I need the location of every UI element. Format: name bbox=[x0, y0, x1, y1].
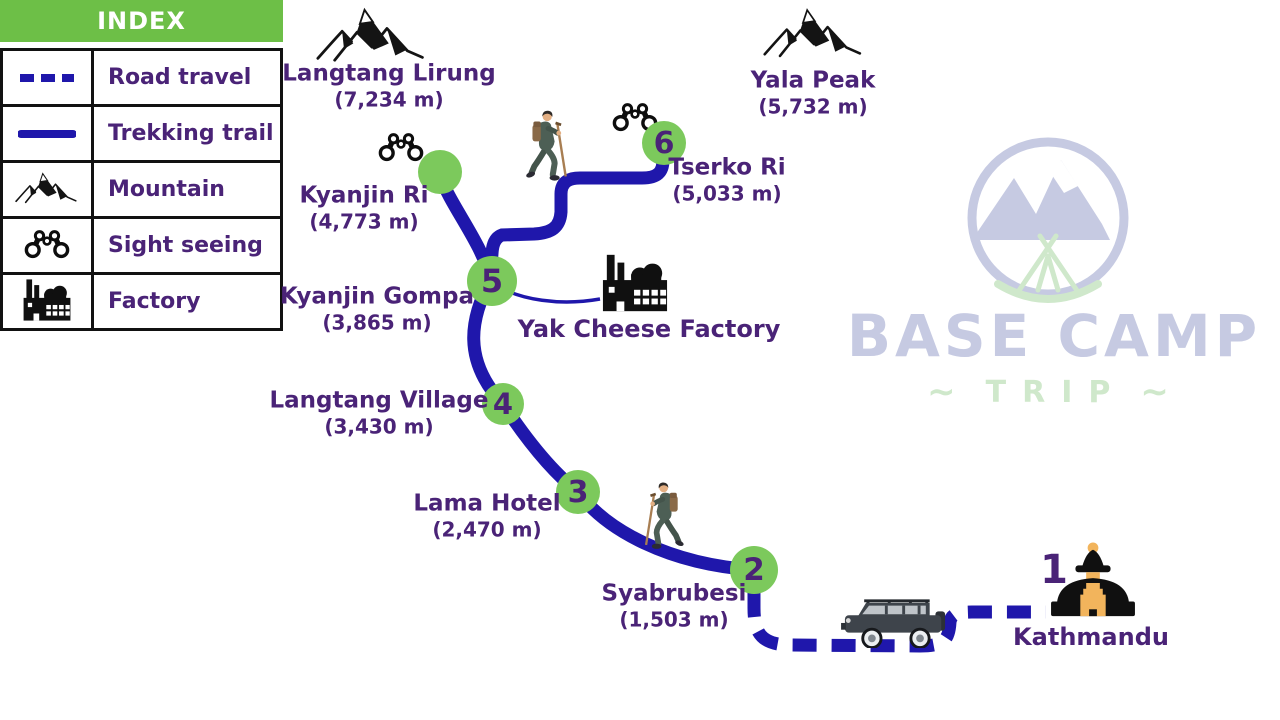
stop-name: Langtang Village bbox=[269, 387, 489, 414]
stop-elevation: (2,470 m) bbox=[432, 517, 542, 542]
hiker-icon-lower bbox=[638, 480, 684, 552]
trail-solid-icon bbox=[17, 130, 77, 138]
waypoint-marker-2: 2 bbox=[730, 546, 778, 594]
viewpoint-elevation: (4,773 m) bbox=[309, 209, 419, 234]
legend-label: Sight seeing bbox=[91, 216, 283, 275]
jeep-icon bbox=[841, 599, 946, 648]
legend-panel: INDEX Road travel Trekking trail Mountai… bbox=[0, 0, 283, 331]
legend-label: Factory bbox=[91, 272, 283, 331]
waypoint-marker-5: 5 bbox=[467, 256, 517, 306]
label-tserko-ri: Tserko Ri (5,033 m) bbox=[668, 155, 785, 206]
waypoint-endpoint-kyanjin-ri bbox=[418, 150, 462, 194]
mountain-icon-langtang-lirung bbox=[316, 6, 428, 64]
legend-row-factory: Factory bbox=[0, 272, 283, 331]
legend-row-sight-seeing: Sight seeing bbox=[0, 216, 283, 275]
hiker-icon-upper bbox=[526, 106, 574, 186]
waypoint-marker-4: 4 bbox=[482, 383, 524, 425]
mountain-icon bbox=[15, 171, 79, 205]
factory-icon bbox=[22, 278, 72, 322]
peak-name: Langtang Lirung bbox=[282, 60, 496, 87]
stop-elevation: (5,033 m) bbox=[672, 181, 782, 206]
road-travel-path bbox=[747, 593, 1046, 653]
legend-row-road-travel: Road travel bbox=[0, 48, 283, 107]
stop-name: Kyanjin Gompa bbox=[279, 283, 475, 310]
label-langtang-village: Langtang Village (3,430 m) bbox=[269, 388, 488, 439]
label-kyanjin-ri: Kyanjin Ri (4,773 m) bbox=[300, 183, 429, 234]
stop-name: Syabrubesi bbox=[601, 580, 747, 607]
trekking-trail-upper-path bbox=[484, 143, 670, 286]
stop-elevation: (3,865 m) bbox=[322, 310, 432, 335]
legend-label: Trekking trail bbox=[91, 104, 283, 163]
peak-elevation: (7,234 m) bbox=[334, 87, 444, 112]
legend-row-mountain: Mountain bbox=[0, 160, 283, 219]
label-kyanjin-gompa: Kyanjin Gompa (3,865 m) bbox=[280, 284, 474, 335]
viewpoint-name: Kyanjin Ri bbox=[299, 182, 429, 209]
binoculars-icon bbox=[23, 229, 71, 259]
peak-elevation: (5,732 m) bbox=[758, 94, 868, 119]
mountain-icon-yala-peak bbox=[763, 6, 865, 60]
stop-name: Tserko Ri bbox=[668, 154, 786, 181]
label-syabrubesi: Syabrubesi (1,503 m) bbox=[602, 581, 747, 632]
stop-elevation: (1,503 m) bbox=[619, 607, 729, 632]
label-yak-cheese-factory: Yak Cheese Factory bbox=[517, 315, 781, 343]
basecamp-logo-subtitle: ∼ TRIP ∼ bbox=[898, 372, 1198, 412]
basecamp-logo-trip: TRIP bbox=[985, 374, 1127, 410]
legend-table: Road travel Trekking trail Mountain Sigh… bbox=[0, 48, 283, 331]
waypoint-marker-3: 3 bbox=[556, 470, 600, 514]
legend-label: Road travel bbox=[91, 48, 283, 107]
basecamp-logo-title: BASE CAMP bbox=[846, 302, 1262, 370]
road-dashed-icon bbox=[20, 74, 74, 82]
label-lama-hotel: Lama Hotel (2,470 m) bbox=[413, 491, 560, 542]
legend-row-trekking-trail: Trekking trail bbox=[0, 104, 283, 163]
factory-icon-yak-cheese bbox=[601, 251, 669, 315]
waypoint-number-1: 1 bbox=[1040, 547, 1068, 593]
legend-title: INDEX bbox=[0, 0, 283, 42]
stop-elevation: (3,430 m) bbox=[324, 414, 434, 439]
binoculars-icon-kyanjin-ri bbox=[377, 131, 425, 163]
stupa-icon-kathmandu bbox=[1051, 542, 1135, 617]
peak-name: Yala Peak bbox=[750, 67, 876, 94]
label-langtang-lirung: Langtang Lirung (7,234 m) bbox=[282, 61, 495, 112]
wave-ornament-left: ∼ bbox=[927, 372, 956, 412]
stop-name: Lama Hotel bbox=[413, 490, 561, 517]
basecamp-logo-emblem bbox=[967, 137, 1129, 303]
label-kathmandu: Kathmandu bbox=[1013, 623, 1169, 651]
wave-ornament-right: ∼ bbox=[1140, 372, 1169, 412]
legend-label: Mountain bbox=[91, 160, 283, 219]
label-yala-peak: Yala Peak (5,732 m) bbox=[751, 68, 876, 119]
waypoint-marker-6: 6 bbox=[642, 121, 686, 165]
